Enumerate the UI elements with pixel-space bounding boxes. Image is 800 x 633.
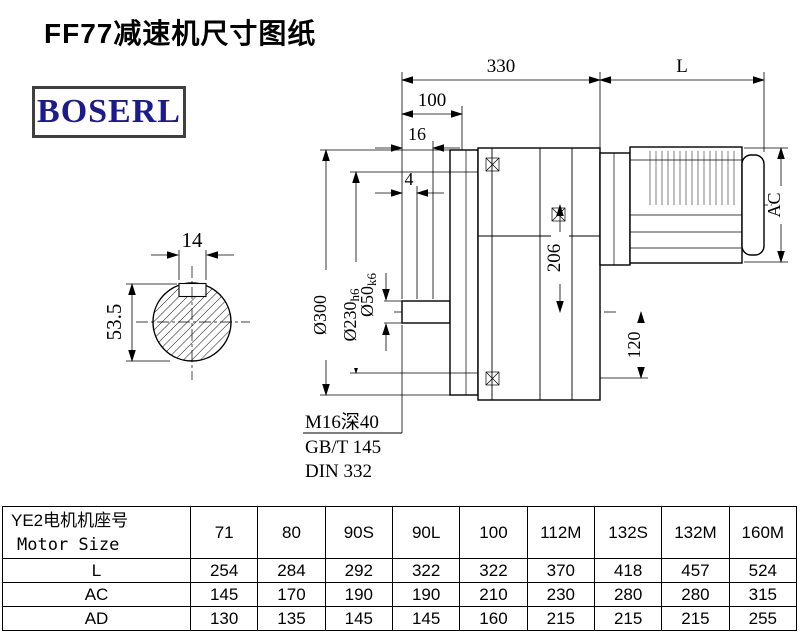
dim-key-width-label: 14 — [182, 228, 204, 252]
bolt-mark-bottom — [485, 371, 500, 386]
table-cell: 254 — [189, 558, 259, 583]
technical-drawing: 14 53.5 — [102, 56, 789, 482]
header-cn: YE2电机机座号 — [11, 510, 129, 530]
table-cell: 145 — [391, 606, 461, 631]
table-cell: 322 — [459, 558, 528, 583]
thread-callout: M16深40 GB/T 145 DIN 332 — [303, 325, 403, 482]
table-cell: 215 — [526, 606, 595, 631]
note-gb: GB/T 145 — [305, 437, 381, 458]
table-cell: 315 — [728, 582, 798, 607]
size-col-112m: 112M — [526, 506, 595, 559]
logo-box: BOSERL — [32, 86, 186, 138]
dim-key-height-label: 53.5 — [102, 304, 126, 341]
dim-120-label: 120 — [624, 332, 644, 359]
dim-AC-label: AC — [764, 192, 784, 217]
table-header-row: YE2电机机座号 Motor Size 71 80 90S 90L 100 11… — [2, 506, 798, 559]
table-cell: 135 — [257, 606, 326, 631]
size-col-90s: 90S — [324, 506, 393, 559]
table-cell: 280 — [661, 582, 730, 607]
row-label-AD: AD — [2, 606, 191, 631]
table-cell: 145 — [189, 582, 259, 607]
table-cell: 284 — [257, 558, 326, 583]
logo-text: BOSERL — [37, 93, 181, 130]
row-label-AC: AC — [2, 582, 191, 607]
table-cell: 190 — [391, 582, 461, 607]
bolt-mark-top — [485, 157, 500, 172]
dimensions: 330 L 100 16 4 AC 206 — [310, 56, 789, 396]
size-col-100: 100 — [459, 506, 528, 559]
size-col-90l: 90L — [391, 506, 461, 559]
table-cell: 230 — [526, 582, 595, 607]
table-cell: 160 — [459, 606, 528, 631]
table-cell: 457 — [661, 558, 730, 583]
table-cell: 190 — [324, 582, 393, 607]
table-row-AC: AC 145 170 190 190 210 230 280 280 315 — [2, 582, 798, 607]
dim-flange-dia-label: Ø300 — [310, 295, 330, 335]
size-col-132s: 132S — [593, 506, 663, 559]
dim-330-label: 330 — [487, 56, 516, 77]
keyway — [178, 282, 207, 298]
table-cell: 170 — [257, 582, 326, 607]
table-cell: 215 — [661, 606, 730, 631]
gear-housing — [477, 147, 601, 401]
size-col-71: 71 — [189, 506, 259, 559]
table-cell: 280 — [593, 582, 663, 607]
table-cell: 418 — [593, 558, 663, 583]
size-col-80: 80 — [257, 506, 326, 559]
page-title: FF77减速机尺寸图纸 — [44, 18, 317, 49]
motor-adapter — [599, 152, 631, 266]
table-cell: 215 — [593, 606, 663, 631]
table-cell: 255 — [728, 606, 798, 631]
dim-206-label: 206 — [544, 244, 565, 273]
note-tap: M16深40 — [305, 411, 379, 433]
output-shaft — [401, 300, 451, 324]
table-cell: 145 — [324, 606, 393, 631]
dim-16-label: 16 — [408, 124, 426, 144]
dimension-table: YE2电机机座号 Motor Size 71 80 90S 90L 100 11… — [2, 506, 798, 631]
shaft-section-view: 14 53.5 — [102, 228, 250, 380]
table-cell: 292 — [324, 558, 393, 583]
table-cell: 370 — [526, 558, 595, 583]
table-row-AD: AD 130 135 145 145 160 215 215 215 255 — [2, 606, 798, 631]
motor-size-header: YE2电机机座号 Motor Size — [2, 506, 191, 559]
dim-100-label: 100 — [418, 90, 447, 111]
dim-shaft-dia-label: Ø50k6 — [357, 273, 379, 318]
dim-4-label: 4 — [405, 169, 414, 189]
motor-endcap — [741, 154, 765, 256]
size-col-160m: 160M — [728, 506, 798, 559]
table-cell: 210 — [459, 582, 528, 607]
reducer-main-view — [394, 146, 788, 401]
size-col-132m: 132M — [661, 506, 730, 559]
row-label-L: L — [2, 558, 191, 583]
output-flange — [449, 149, 479, 396]
table-row-L: L 254 284 292 322 322 370 418 457 524 — [2, 558, 798, 583]
table-cell: 524 — [728, 558, 798, 583]
header-en: Motor Size — [17, 534, 120, 555]
note-din: DIN 332 — [305, 461, 372, 482]
table-cell: 130 — [189, 606, 259, 631]
table-cell: 322 — [391, 558, 461, 583]
dim-spigot-dia-label: Ø230h6 — [340, 288, 362, 342]
dim-L-label: L — [676, 56, 688, 77]
